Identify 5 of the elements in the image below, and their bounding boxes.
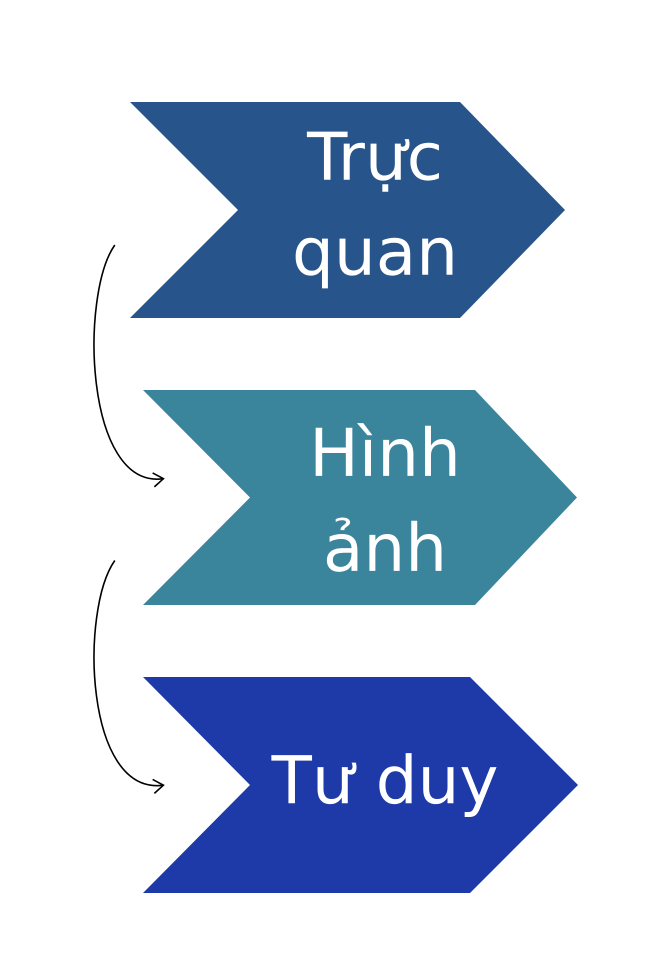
chevron-box: Hình ảnh: [143, 390, 577, 605]
chevron-box: Tư duy: [143, 677, 578, 893]
curved-arrow: [93, 244, 165, 488]
curved-arrow: [93, 560, 165, 794]
chevron-box: Trực quan: [130, 102, 565, 318]
